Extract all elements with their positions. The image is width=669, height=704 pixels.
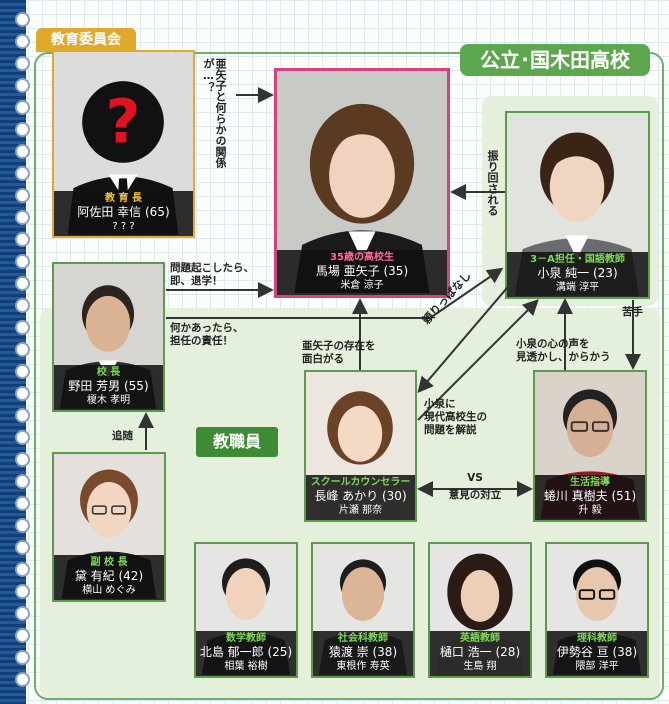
label-board-heroine: 亜矢子と何らかの関係が…？ [202,58,227,168]
label-counselor-guidance: VS 意見の対立 [448,472,502,501]
principal-caption: 校 長 野田 芳男 (55) 榎木 孝明 [54,365,163,410]
social-caption: 社会科教師 猿渡 崇 (38) 東根作 寿英 [313,631,413,676]
card-math: 数学教師 北島 郁一郎 (25) 相葉 裕樹 [194,542,298,678]
school-frame [34,52,664,700]
card-koizumi: 3－A担任・国語教師 小泉 純一 (23) 溝端 淳平 [505,111,650,299]
card-vice: 副 校 長 黛 有紀 (42) 横山 めぐみ [52,452,166,602]
card-science: 理科教師 伊勢谷 亘 (38) 隈部 洋平 [545,542,649,678]
card-heroine: 35歳の高校生 馬場 亜矢子 (35) 米倉 涼子 [274,68,450,298]
card-principal: 校 長 野田 芳男 (55) 榎木 孝明 [52,262,165,412]
card-social: 社会科教師 猿渡 崇 (38) 東根作 寿英 [311,542,415,678]
arrow-principal-koizumi [166,267,504,319]
science-caption: 理科教師 伊勢谷 亘 (38) 隈部 洋平 [547,631,647,676]
label-koizumi-heroine: 振り回される [486,150,499,216]
svg-text:?: ? [106,87,141,157]
math-caption: 数学教師 北島 郁一郎 (25) 相葉 裕樹 [196,631,296,676]
superintendent-caption: 教 育 長 阿佐田 幸信 (65) ? ? ? [54,191,193,236]
english-caption: 英語教師 樋口 浩一 (28) 生島 翔 [430,631,530,676]
arrow-koizumi-counselor [417,281,513,394]
label-principal-heroine: 問題起こしたら、 即、退学！ [170,262,254,287]
card-counselor: スクールカウンセラー 長峰 あかり (30) 片瀬 那奈 [304,370,417,522]
counselor-caption: スクールカウンセラー 長峰 あかり (30) 片瀬 那奈 [306,475,415,520]
card-english: 英語教師 樋口 浩一 (28) 生島 翔 [428,542,532,678]
label-counselor-koizumi: 小泉に 現代高校生の 問題を解説 [424,398,487,436]
label-koizumi-guidance-a: 小泉の心の声を 見透かし、からかう [516,338,611,363]
card-superintendent: ? 教 育 長 阿佐田 幸信 (65) ? ? ? [52,50,195,238]
label-koizumi-guidance-b: 苦手 [622,306,643,318]
label-counselor-heroine: 亜矢子の存在を 面白がる [302,340,376,365]
card-guidance: 生活指導 蜷川 真樹夫 (51) 升 毅 [533,370,647,522]
heroine-caption: 35歳の高校生 馬場 亜矢子 (35) 米倉 涼子 [277,250,447,295]
label-principal-koizumi: 何かあったら、 担任の責任！ [170,322,244,347]
guidance-caption: 生活指導 蜷川 真樹夫 (51) 升 毅 [535,475,645,520]
koizumi-caption: 3－A担任・国語教師 小泉 純一 (23) 溝端 淳平 [507,252,648,297]
board-label: 教育委員会 [36,28,136,52]
school-label: 公立･国木田高校 [460,44,650,76]
staff-label: 教職員 [196,427,278,457]
vice-caption: 副 校 長 黛 有紀 (42) 横山 めぐみ [54,555,164,600]
label-vice-principal: 追随 [112,430,133,442]
arrow-counselor-koizumi [417,299,539,421]
